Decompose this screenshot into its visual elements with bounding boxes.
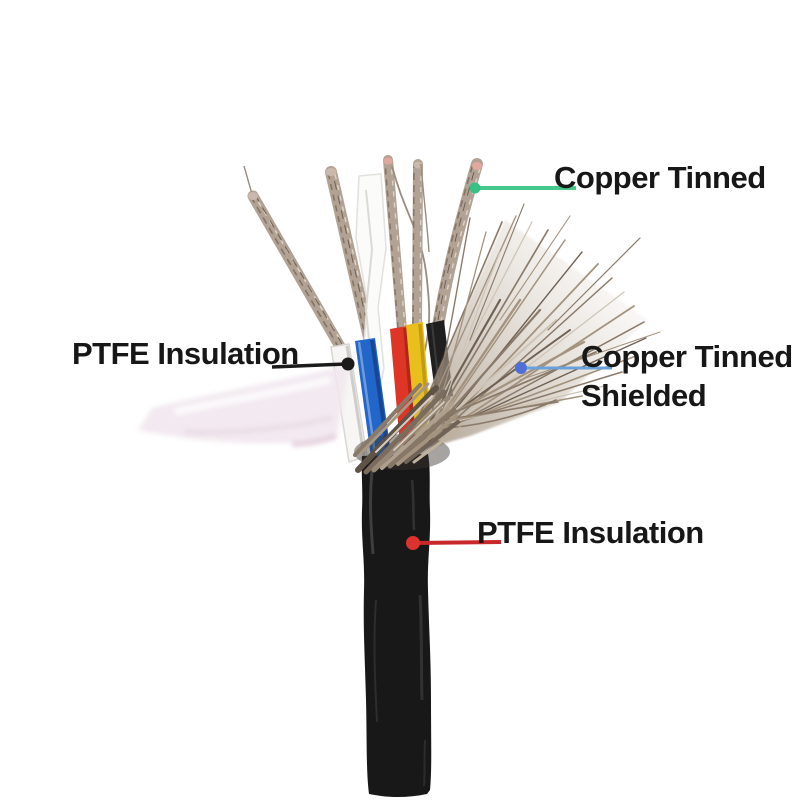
jacket-highlight bbox=[373, 599, 378, 723]
callout-ptfe-bottom-dot bbox=[406, 536, 420, 550]
cable-jacket bbox=[361, 454, 432, 797]
callout-ptfe-bottom-line bbox=[413, 540, 502, 545]
label-copper-tinned-shielded-line1: Copper Tinned bbox=[581, 339, 793, 374]
ptfe-film bbox=[138, 364, 350, 447]
conductor-yellow-core bbox=[412, 159, 430, 331]
callout-shielded bbox=[515, 362, 612, 374]
core-blue bbox=[355, 338, 393, 472]
jacket-highlight bbox=[368, 469, 375, 555]
label-copper-tinned: Copper Tinned bbox=[554, 160, 766, 195]
callout-copper-tinned bbox=[469, 182, 576, 194]
braid-bundle bbox=[353, 382, 462, 475]
label-ptfe-insulation-bottom: PTFE Insulation bbox=[477, 515, 704, 550]
callout-ptfe-bottom bbox=[406, 536, 502, 550]
callout-shielded-dot bbox=[515, 362, 527, 374]
callout-copper-tinned-dot bbox=[469, 182, 481, 194]
callout-ptfe-left-dot bbox=[341, 357, 355, 371]
braid-strands bbox=[403, 203, 661, 453]
conductor-blue-core bbox=[325, 166, 376, 348]
label-copper-tinned-shielded-line2: Shielded bbox=[581, 378, 707, 413]
shield-braid bbox=[353, 203, 661, 475]
conductor-white-core bbox=[243, 165, 348, 356]
label-ptfe-insulation-left: PTFE Insulation bbox=[72, 336, 299, 371]
conductor-black-core bbox=[432, 158, 483, 332]
jacket-highlight bbox=[410, 479, 416, 531]
jacket-highlight bbox=[423, 739, 426, 787]
callout-ptfe-left-line bbox=[271, 362, 347, 369]
callout-ptfe-left bbox=[271, 357, 355, 371]
label-copper-tinned-shielded: Copper Tinned Shielded bbox=[581, 337, 793, 415]
jacket-highlight bbox=[418, 594, 424, 701]
